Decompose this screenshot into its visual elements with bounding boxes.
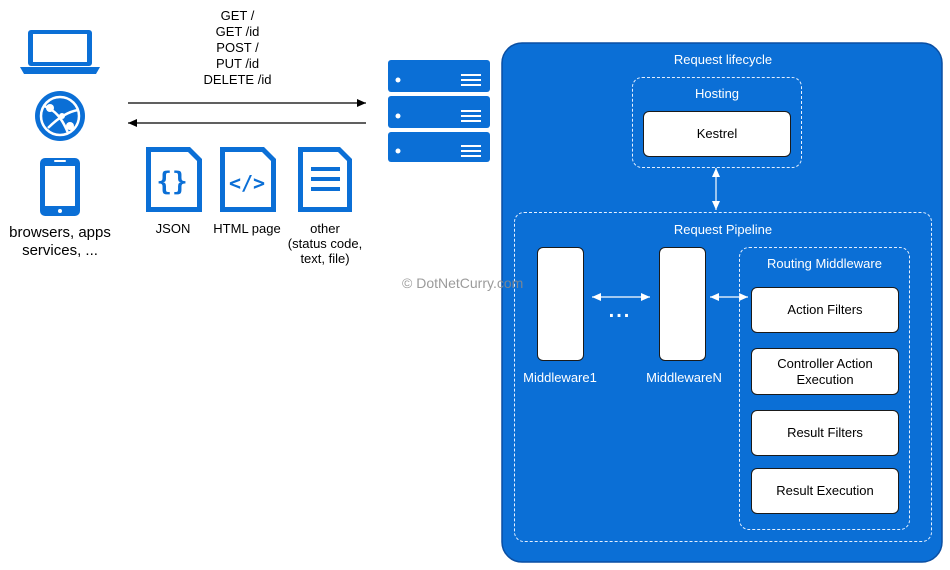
- http-methods-list: GET / GET /id POST / PUT /id DELETE /id: [190, 8, 285, 88]
- kestrel-label: Kestrel: [696, 126, 738, 141]
- controller-action-label: Controller Action: [777, 355, 873, 371]
- routing-middleware-container: [739, 247, 910, 530]
- html-file-icon: </>: [220, 147, 276, 212]
- html-page-label: HTML page: [213, 221, 281, 236]
- clients-label: browsers, apps services, ...: [0, 224, 120, 260]
- other-label-line: other: [310, 221, 340, 236]
- request-pipeline-container: [514, 212, 932, 542]
- svg-text:</>: </>: [229, 171, 265, 195]
- kestrel-box: Kestrel: [643, 111, 791, 157]
- http-method: POST /: [216, 40, 259, 55]
- request-pipeline-title: Request Pipeline: [673, 222, 773, 237]
- pipeline-ellipsis: ...: [608, 300, 632, 322]
- clients-label-line: browsers, apps: [9, 224, 111, 241]
- other-label-line: text, file): [300, 251, 350, 266]
- action-filters-box: Action Filters: [751, 287, 899, 333]
- other-label-line: (status code,: [287, 236, 363, 251]
- document-file-icon: [298, 147, 352, 212]
- controller-action-box: Controller Action Execution: [751, 348, 899, 395]
- hosting-container: [632, 77, 802, 168]
- request-lifecycle-title: Request lifecycle: [673, 52, 773, 67]
- clients-label-line: services, ...: [22, 242, 98, 259]
- http-method: GET /: [220, 8, 255, 23]
- controller-action-label: Execution: [796, 371, 854, 387]
- http-method: GET /id: [215, 24, 260, 39]
- middlewareN-label: MiddlewareN: [646, 370, 722, 385]
- middlewareN-box: [659, 247, 706, 361]
- phone-icon: [40, 158, 80, 216]
- routing-middleware-title: Routing Middleware: [767, 256, 882, 271]
- result-execution-box: Result Execution: [751, 468, 899, 514]
- hosting-title: Hosting: [694, 86, 740, 101]
- svg-text:{}: {}: [156, 167, 187, 197]
- action-filters-label: Action Filters: [787, 302, 863, 317]
- json-label: JSON: [155, 221, 191, 236]
- server-stack-icon: [388, 60, 490, 162]
- result-filters-box: Result Filters: [751, 410, 899, 456]
- http-method: PUT /id: [215, 56, 260, 71]
- middleware1-label: Middleware1: [523, 370, 597, 385]
- http-method: DELETE /id: [203, 72, 272, 87]
- result-execution-label: Result Execution: [776, 483, 874, 498]
- watermark: © DotNetCurry.com: [402, 275, 524, 291]
- laptop-icon: [20, 30, 100, 74]
- middleware1-box: [537, 247, 584, 361]
- json-file-icon: {}: [146, 147, 202, 212]
- other-label: other (status code, text, file): [280, 221, 370, 266]
- result-filters-label: Result Filters: [787, 425, 863, 440]
- globe-network-icon: [35, 91, 85, 141]
